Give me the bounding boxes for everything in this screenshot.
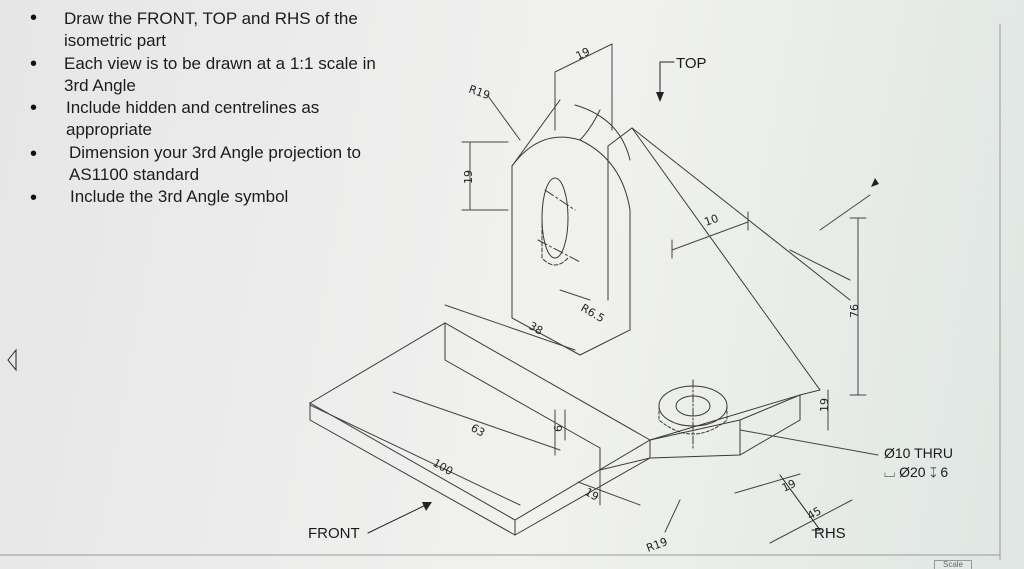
counterbore-hole	[658, 379, 728, 449]
scale-tab[interactable]: Scale	[934, 560, 972, 569]
dim-100: 100	[431, 456, 456, 478]
bullet: •	[30, 143, 38, 165]
instruction-2-line-1: Each view is to be drawn at a 1:1 scale …	[64, 54, 376, 73]
arrow-heads	[422, 92, 879, 511]
dim-r19-bottom: R19	[645, 535, 670, 555]
rib	[607, 127, 851, 396]
dim-76: 76	[848, 304, 861, 318]
dim-19-mid: 19	[780, 477, 798, 495]
bullet: •	[30, 97, 38, 119]
instruction-2-line-2: 3rd Angle	[64, 76, 136, 95]
view-arrows	[7, 61, 821, 534]
dim-63: 63	[469, 421, 488, 439]
dim-10: 10	[703, 212, 721, 229]
instruction-4-line-1: Dimension your 3rd Angle projection to	[69, 143, 361, 162]
dimension-lines	[309, 43, 879, 544]
hole-note-line-1: Ø10 THRU	[884, 445, 953, 461]
instruction-1-line-2: isometric part	[64, 31, 167, 50]
instruction-3-line-2: appropriate	[66, 120, 153, 139]
instruction-4-line-2: AS1100 standard	[69, 165, 200, 184]
dim-6: 6	[552, 425, 565, 432]
hole-note-line-2: ⌴ Ø20 ↧ 6	[884, 464, 948, 480]
dim-45: 45	[805, 504, 824, 522]
sheet-frame	[0, 23, 1001, 561]
dim-r19-top: R19	[467, 83, 492, 103]
view-label-top: TOP	[676, 55, 707, 72]
bullet: •	[30, 187, 38, 209]
bullet: •	[30, 53, 38, 75]
dim-19-top: 19	[574, 45, 592, 63]
dim-19-right: 19	[818, 398, 831, 412]
view-label-rhs: RHS	[814, 525, 846, 542]
dim-r6-5: R6.5	[579, 301, 607, 325]
dim-19-bottom: 19	[583, 485, 602, 503]
instruction-3-line-1: Include hidden and centrelines as	[66, 98, 320, 117]
instructions-panel: • Draw the FRONT, TOP and RHS of the iso…	[0, 0, 430, 220]
instruction-5-line-1: Include the 3rd Angle symbol	[70, 187, 289, 206]
instruction-1-line-1: Draw the FRONT, TOP and RHS of the	[64, 9, 358, 28]
bullet: •	[30, 7, 38, 29]
view-label-front: FRONT	[308, 525, 360, 542]
upright-lug	[511, 99, 631, 356]
dim-38: 38	[527, 319, 546, 337]
dim-19-left: 19	[462, 170, 475, 184]
